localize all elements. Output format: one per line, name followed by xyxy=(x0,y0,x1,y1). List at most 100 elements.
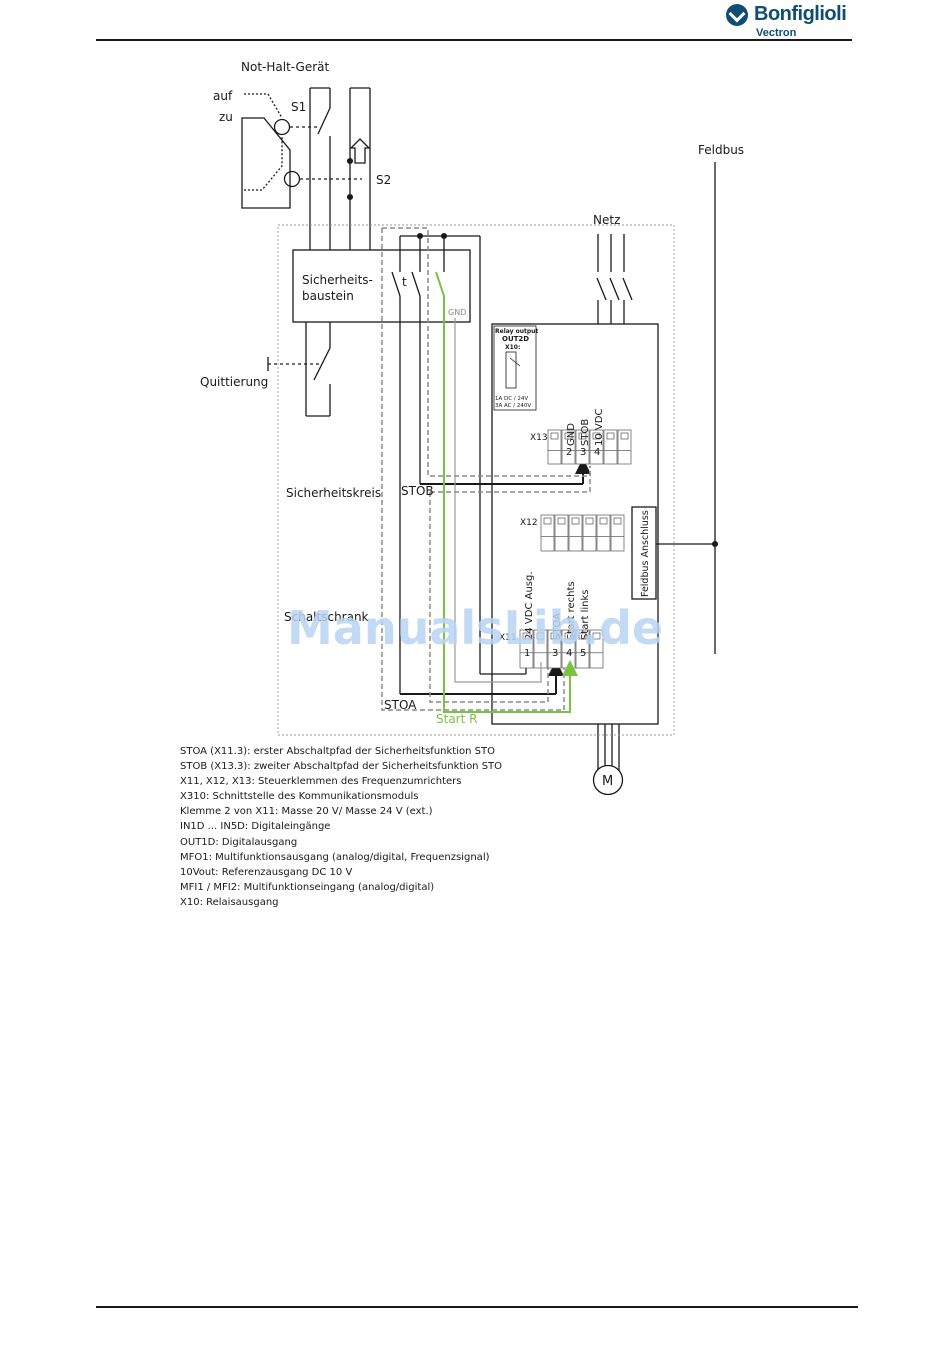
label-s1: S1 xyxy=(291,100,306,114)
label-x11-n5: 5 xyxy=(580,648,586,659)
label-x13-n4: 4 xyxy=(594,447,600,458)
s1-switch-blade xyxy=(317,107,331,135)
legend-item: Klemme 2 von X11: Masse 20 V/ Masse 24 V… xyxy=(180,806,433,818)
label-start-r: Start R xyxy=(436,712,477,726)
inverter-box xyxy=(491,323,659,725)
label-x11-n3: 3 xyxy=(552,648,558,659)
not-halt-dotted-2 xyxy=(244,136,283,191)
label-sicherheitskreis: Sicherheitskreis xyxy=(286,486,381,500)
label-out2d: OUT2D xyxy=(502,335,529,343)
label-s2: S2 xyxy=(376,173,391,187)
label-relay-output: Relay output xyxy=(495,328,538,335)
dashed-safety-wire-d xyxy=(429,492,549,703)
x12-terminal-screw xyxy=(613,517,622,525)
label-t: t xyxy=(402,275,407,289)
x13-terminal-screw xyxy=(564,432,573,440)
legend-item: X11, X12, X13: Steuerklemmen des Frequen… xyxy=(180,776,462,788)
dashed-safety-wire-c xyxy=(430,466,591,493)
s1-contact-circle xyxy=(273,118,291,136)
label-baustein: baustein xyxy=(302,289,354,303)
label-auf: auf xyxy=(213,89,233,103)
x12-terminal-screw xyxy=(571,517,580,525)
x13-terminal-screw xyxy=(606,432,615,440)
label-x13: X13 xyxy=(530,433,548,443)
x12-terminal-screw xyxy=(585,517,594,525)
legend-item: X310: Schnittstelle des Kommunikationsmo… xyxy=(180,791,419,803)
x11-terminal xyxy=(589,629,604,669)
label-x11-start-rechts: Start rechts xyxy=(566,581,577,640)
label-x12: X12 xyxy=(520,518,538,528)
brand-name: Bonfiglioli xyxy=(754,3,847,25)
x13-terminal-screw xyxy=(550,432,559,440)
x12-terminal-screw xyxy=(543,517,552,525)
label-x10: X10: xyxy=(505,344,520,351)
footer-rule xyxy=(96,1306,858,1308)
label-feldbus-anschluss: Feldbus Anschluss xyxy=(640,510,651,597)
legend-item: STOB (X13.3): zweiter Abschaltpfad der S… xyxy=(180,761,503,773)
label-sicherheits: Sicherheits- xyxy=(302,273,373,287)
x13-terminal-screw xyxy=(620,432,629,440)
label-x11-start-links: Start links xyxy=(580,589,591,640)
x11-terminal-screw xyxy=(564,632,573,640)
gnd-wire xyxy=(454,318,542,683)
not-halt-lever xyxy=(241,117,291,209)
legend-item: OUT1D: Digitalausgang xyxy=(180,836,298,848)
x11-terminal-screw xyxy=(536,632,545,640)
label-gnd: GND xyxy=(448,308,466,317)
label-relay-rating-2: 3A AC / 240V xyxy=(495,403,531,409)
label-x13-n2: 2 xyxy=(566,447,572,458)
legend-item: MFI1 / MFI2: Multifunktionseingang (anal… xyxy=(180,881,435,893)
relay-contact-a xyxy=(391,271,401,297)
label-motor: M xyxy=(602,774,613,789)
x10-relay-block xyxy=(493,325,537,411)
quittierung-switch-blade xyxy=(313,347,331,381)
label-x13-gnd: GND xyxy=(566,423,577,446)
label-netz: Netz xyxy=(593,213,620,227)
x13-terminal-screw xyxy=(592,432,601,440)
label-x11-24vdc: 24 VDC Ausg. xyxy=(524,571,535,640)
motor-symbol xyxy=(592,764,624,796)
label-x11-stoa: STOA xyxy=(552,613,563,640)
label-x13-10vdc: 10 VDC xyxy=(594,409,605,446)
feldbus-anschluss-box xyxy=(631,506,657,600)
label-x11-n1: 1 xyxy=(524,648,530,659)
legend-item: MFO1: Multifunktionsausgang (analog/digi… xyxy=(180,851,490,863)
x11-terminal-screw xyxy=(550,632,559,640)
dashed-safety-wire-b xyxy=(381,228,565,711)
x11-terminal xyxy=(575,629,590,669)
x11-terminal xyxy=(547,629,562,669)
not-halt-dotted-1 xyxy=(244,93,283,119)
x11-terminal-screw xyxy=(578,632,587,640)
label-x13-stob: STOB xyxy=(580,419,591,446)
label-stoa: STOA xyxy=(384,698,417,712)
legend: STOA (X11.3): erster Abschaltpfad der Si… xyxy=(180,744,502,910)
legend-item: X10: Relaisausgang xyxy=(180,896,279,908)
legend-item: IN1D ... IN5D: Digitaleingänge xyxy=(180,821,331,833)
s2-contact-circle xyxy=(283,170,301,188)
header-rule xyxy=(96,39,852,41)
s2-arrow xyxy=(349,138,371,164)
label-not-halt: Not-Halt-Gerät xyxy=(241,60,330,74)
sicherheitsbaustein-box xyxy=(292,249,471,323)
label-relay-rating-1: 1A DC / 24V xyxy=(495,396,528,402)
label-zu: zu xyxy=(219,110,233,124)
x11-terminal xyxy=(519,629,534,669)
label-stob: STOB xyxy=(401,484,434,498)
legend-item: 10Vout: Referenzausgang DC 10 V xyxy=(180,866,353,878)
bonfiglioli-logo-icon xyxy=(726,4,748,26)
x11-terminal-screw xyxy=(592,632,601,640)
start-r-wire xyxy=(435,271,578,713)
brand-sub: Vectron xyxy=(756,27,797,39)
legend-item: STOA (X11.3): erster Abschaltpfad der Si… xyxy=(180,746,495,757)
watermark: ManualsLib.de xyxy=(287,601,663,655)
x12-terminal-screw xyxy=(557,517,566,525)
brand-logo: Bonfiglioli Vectron xyxy=(726,2,856,42)
label-quittierung: Quittierung xyxy=(200,375,268,389)
label-x11: X11 xyxy=(499,633,517,643)
relay-contact-b xyxy=(411,271,421,297)
label-x11-n4: 4 xyxy=(566,648,572,659)
label-schaltschrank: Schaltschrank xyxy=(284,610,369,624)
schaltschrank-enclosure xyxy=(277,224,675,736)
x13-terminal-screw xyxy=(578,432,587,440)
